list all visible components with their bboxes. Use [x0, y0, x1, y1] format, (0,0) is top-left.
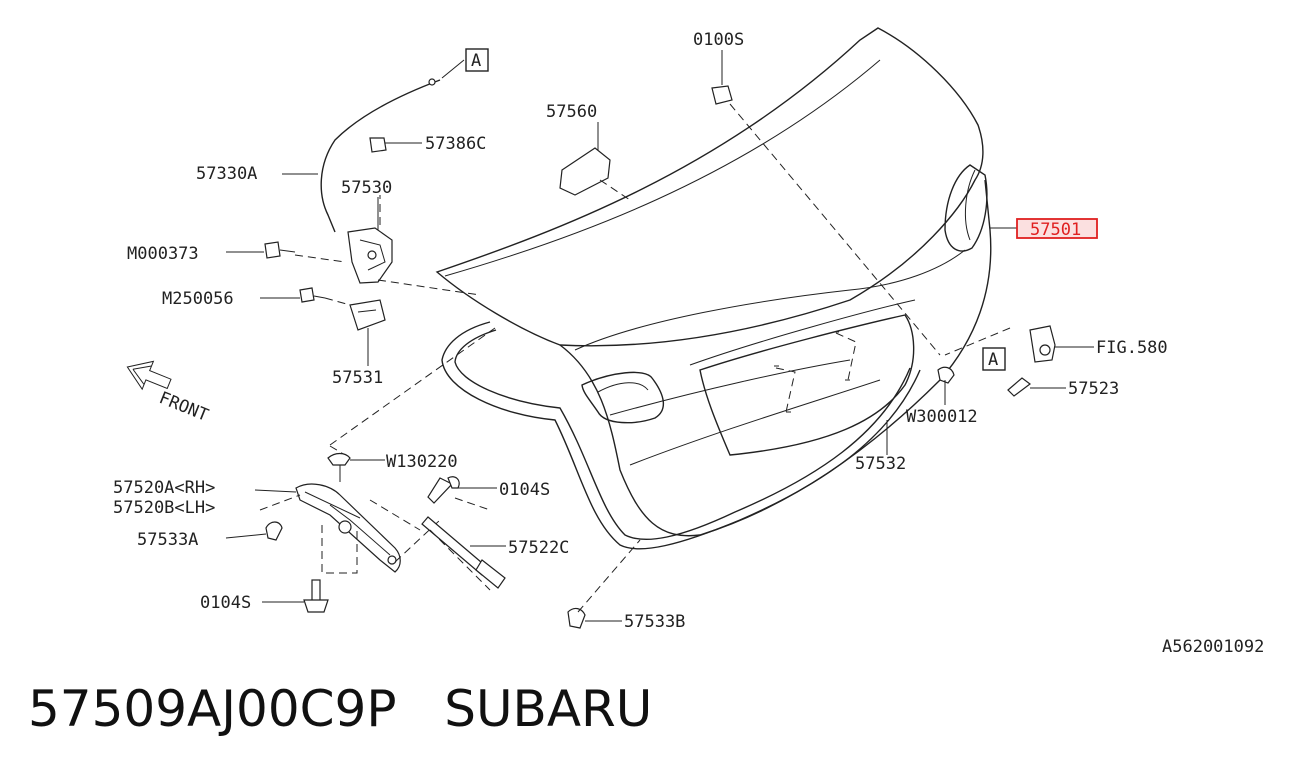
weatherstrip-seal-drawing	[441, 321, 921, 550]
callout-57531[interactable]: 57531	[332, 368, 383, 388]
callout-57520b[interactable]: 57520B<LH>	[113, 498, 215, 518]
callout-0104s-lower[interactable]: 0104S	[200, 593, 251, 613]
callout-w300012[interactable]: W300012	[906, 407, 978, 427]
callout-57533a[interactable]: 57533A	[137, 530, 198, 550]
callout-57501-label: 57501	[1030, 220, 1081, 240]
reference-a-top[interactable]: A	[465, 48, 489, 72]
stop-light-57560-icon	[559, 147, 631, 201]
callout-w130220[interactable]: W130220	[386, 452, 458, 472]
grommet-w130220-icon	[327, 452, 351, 482]
callout-57533b[interactable]: 57533B	[624, 612, 685, 632]
bolt-m250056-icon	[299, 287, 351, 306]
grommet-w300012-icon	[937, 366, 955, 384]
bolt-m000373-icon	[264, 241, 296, 259]
callout-0100s[interactable]: 0100S	[693, 30, 744, 50]
part-57523-icon	[1007, 377, 1031, 397]
callout-57530[interactable]: 57530	[341, 178, 392, 198]
gas-stay-57522c-icon	[421, 516, 506, 591]
reference-a-top-label: A	[471, 51, 481, 71]
front-arrow-icon	[126, 360, 172, 391]
callout-57532[interactable]: 57532	[855, 454, 906, 474]
reference-a-right[interactable]: A	[982, 347, 1006, 371]
bolt-0104s-upper-icon	[427, 476, 460, 504]
cushion-57533a-icon	[265, 521, 283, 541]
callout-0104s-upper[interactable]: 0104S	[499, 480, 550, 500]
hinge-drawing	[259, 327, 496, 574]
reference-a-right-label: A	[988, 350, 998, 370]
callout-57501-highlight[interactable]: 57501	[1016, 218, 1098, 240]
callout-m000373[interactable]: M000373	[127, 244, 199, 264]
trunk-lid-drawing	[435, 27, 992, 537]
callout-57523[interactable]: 57523	[1068, 379, 1119, 399]
leader-lines	[225, 59, 1094, 622]
callout-fig580[interactable]: FIG.580	[1096, 338, 1168, 358]
callout-57330a[interactable]: 57330A	[196, 164, 257, 184]
callout-57386c[interactable]: 57386C	[425, 134, 486, 154]
callout-57560[interactable]: 57560	[546, 102, 597, 122]
lock-assembly-fig580-icon	[944, 325, 1056, 363]
callout-57522c[interactable]: 57522C	[508, 538, 569, 558]
bolt-0104s-lower-icon	[303, 579, 329, 613]
bolt-0100s-icon	[711, 50, 941, 356]
footer-part-number: 57509AJ00C9P	[28, 680, 397, 738]
callout-57520a[interactable]: 57520A<RH>	[113, 478, 215, 498]
front-label: FRONT	[156, 388, 211, 426]
striker-57531-icon	[349, 299, 386, 331]
footer-brand: SUBARU	[444, 680, 653, 738]
clip-57386c-icon	[369, 137, 387, 153]
footer-part-title: 57509AJ00C9P SUBARU	[28, 680, 652, 738]
diagram-code: A562001092	[1162, 637, 1264, 657]
cushion-57533b-icon	[567, 539, 641, 629]
callout-m250056[interactable]: M250056	[162, 289, 234, 309]
